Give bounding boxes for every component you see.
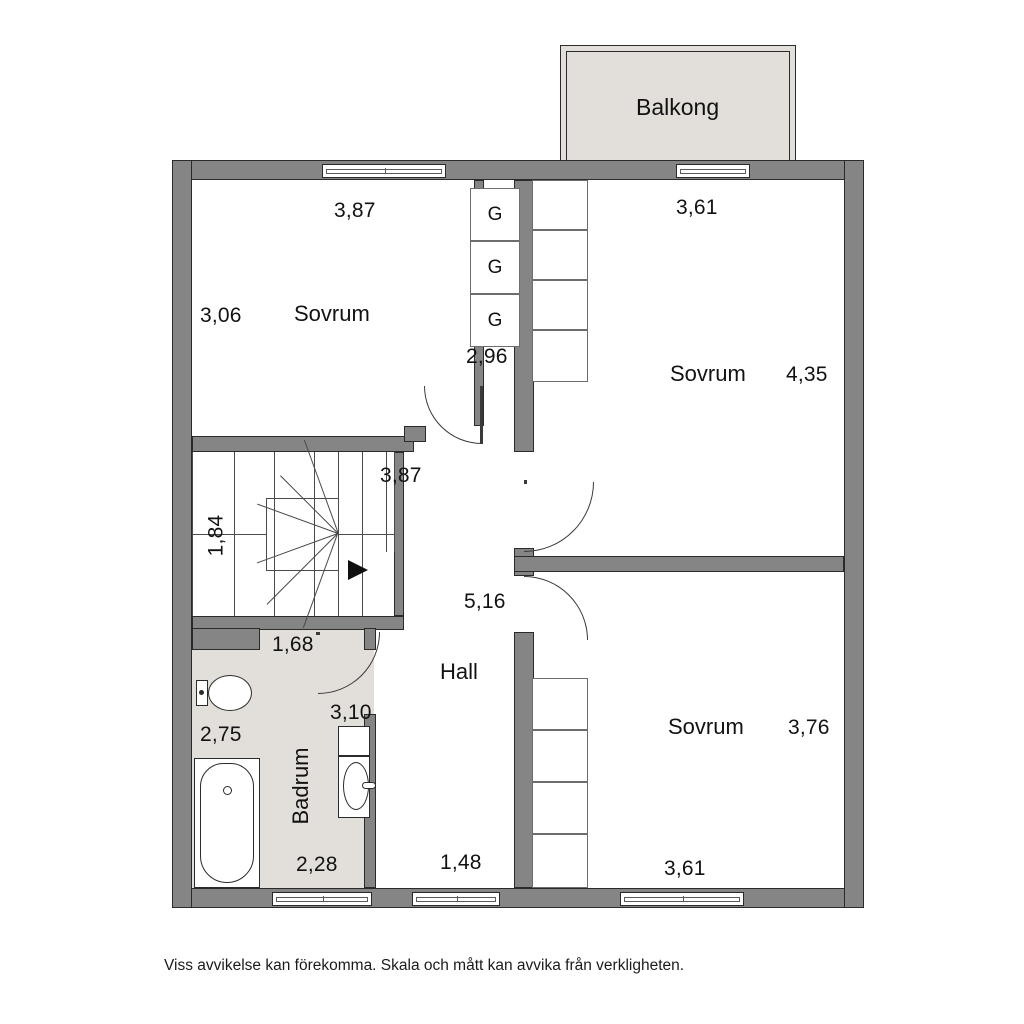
closet-ne-1[interactable] bbox=[532, 180, 588, 230]
wardrobe-g-3[interactable]: G bbox=[470, 294, 520, 347]
interior-wall-nw-bottom-step bbox=[404, 426, 426, 442]
window-hall bbox=[412, 892, 500, 906]
stair-winder bbox=[280, 475, 339, 534]
stair-winder bbox=[257, 503, 339, 534]
dim-stairs-right: 3,87 bbox=[380, 464, 422, 487]
sink-cabinet-top bbox=[338, 726, 370, 756]
closet-se-3[interactable] bbox=[532, 782, 588, 834]
window-pane bbox=[326, 169, 442, 174]
bedroom-nw-label: Sovrum bbox=[294, 301, 370, 326]
door-leaf-bedroom-nw bbox=[480, 386, 483, 444]
dim-bath-left: 2,75 bbox=[200, 723, 242, 746]
stair-tread bbox=[274, 452, 275, 616]
sink-tap bbox=[362, 782, 376, 789]
interior-wall-ne-se-divider bbox=[514, 556, 844, 572]
bathtub-drain bbox=[223, 786, 232, 795]
stair-guide bbox=[192, 534, 266, 535]
dim-bath-bottom: 2,28 bbox=[296, 853, 338, 876]
dim-bath-top: 1,68 bbox=[272, 633, 314, 656]
stair-direction-arrow bbox=[348, 560, 368, 580]
toilet-flush-button bbox=[199, 690, 204, 695]
closet-ne-3[interactable] bbox=[532, 280, 588, 330]
stair-tread bbox=[386, 452, 387, 552]
window-mullion bbox=[683, 896, 684, 902]
stair-landing-edge bbox=[266, 570, 338, 571]
dim-hall-bottom: 1,48 bbox=[440, 851, 482, 874]
interior-wall-nw-bottom bbox=[192, 436, 414, 452]
dim-ne-right: 4,35 bbox=[786, 363, 828, 386]
dim-ne-top: 3,61 bbox=[676, 196, 718, 219]
door-leaf-bathroom bbox=[316, 632, 320, 635]
window-pane bbox=[416, 897, 496, 902]
dim-bath-right: 3,10 bbox=[330, 701, 372, 724]
hall-label: Hall bbox=[440, 659, 478, 684]
dim-hall-mid: 5,16 bbox=[464, 590, 506, 613]
window-mullion bbox=[323, 896, 324, 902]
bathroom-label: Badrum bbox=[288, 747, 313, 825]
window-pane bbox=[624, 897, 740, 902]
stair-winder bbox=[266, 533, 338, 605]
stair-winder bbox=[256, 533, 338, 564]
bathtub bbox=[200, 763, 254, 883]
closet-se-1[interactable] bbox=[532, 678, 588, 730]
closet-se-2[interactable] bbox=[532, 730, 588, 782]
dim-se-right: 3,76 bbox=[788, 716, 830, 739]
window-ne-bedroom bbox=[676, 164, 750, 178]
outer-wall-left bbox=[172, 160, 192, 908]
interior-wall-bath-notch bbox=[192, 628, 260, 650]
outer-wall-top bbox=[172, 160, 864, 180]
stair-tread bbox=[314, 452, 315, 616]
window-pane bbox=[680, 169, 746, 174]
wardrobe-label: G bbox=[487, 256, 503, 278]
balcony-outline bbox=[560, 45, 796, 163]
dim-se-bottom: 3,61 bbox=[664, 857, 706, 880]
bedroom-ne-label: Sovrum bbox=[670, 361, 746, 386]
toilet-bowl bbox=[208, 675, 252, 711]
stair-tread bbox=[394, 452, 395, 552]
bedroom-se-label: Sovrum bbox=[668, 714, 744, 739]
stair-winder bbox=[302, 533, 338, 628]
interior-wall-bath-top bbox=[192, 616, 404, 630]
closet-ne-4[interactable] bbox=[532, 330, 588, 382]
window-se-bedroom bbox=[620, 892, 744, 906]
closet-ne-2[interactable] bbox=[532, 230, 588, 280]
disclaimer-caption: Viss avvikelse kan förekomma. Skala och … bbox=[164, 957, 685, 974]
staircase bbox=[192, 439, 395, 628]
interior-wall-spine-lower bbox=[514, 632, 534, 888]
hall-floor bbox=[384, 452, 524, 888]
wardrobe-g-1[interactable]: G bbox=[470, 188, 520, 241]
dim-stairs-left: 1,84 bbox=[204, 514, 228, 557]
window-mullion bbox=[385, 168, 386, 174]
window-pane bbox=[276, 897, 368, 902]
wardrobe-g-2[interactable]: G bbox=[470, 241, 520, 294]
stair-winder bbox=[303, 439, 339, 534]
wardrobe-label: G bbox=[487, 309, 503, 331]
dim-nw-top: 3,87 bbox=[334, 199, 376, 222]
window-bathroom bbox=[272, 892, 372, 906]
closet-se-4[interactable] bbox=[532, 834, 588, 888]
dim-nw-left: 3,06 bbox=[200, 304, 242, 327]
stair-guide bbox=[338, 534, 394, 535]
window-mullion bbox=[457, 896, 458, 902]
wardrobe-label: G bbox=[487, 203, 503, 225]
outer-wall-right bbox=[844, 160, 864, 908]
window-nw-bedroom bbox=[322, 164, 446, 178]
dim-closet-width: 2,96 bbox=[466, 345, 508, 368]
stair-landing-edge bbox=[266, 498, 267, 570]
door-leaf-bedroom-ne bbox=[524, 480, 527, 484]
balcony-label: Balkong bbox=[636, 94, 720, 120]
